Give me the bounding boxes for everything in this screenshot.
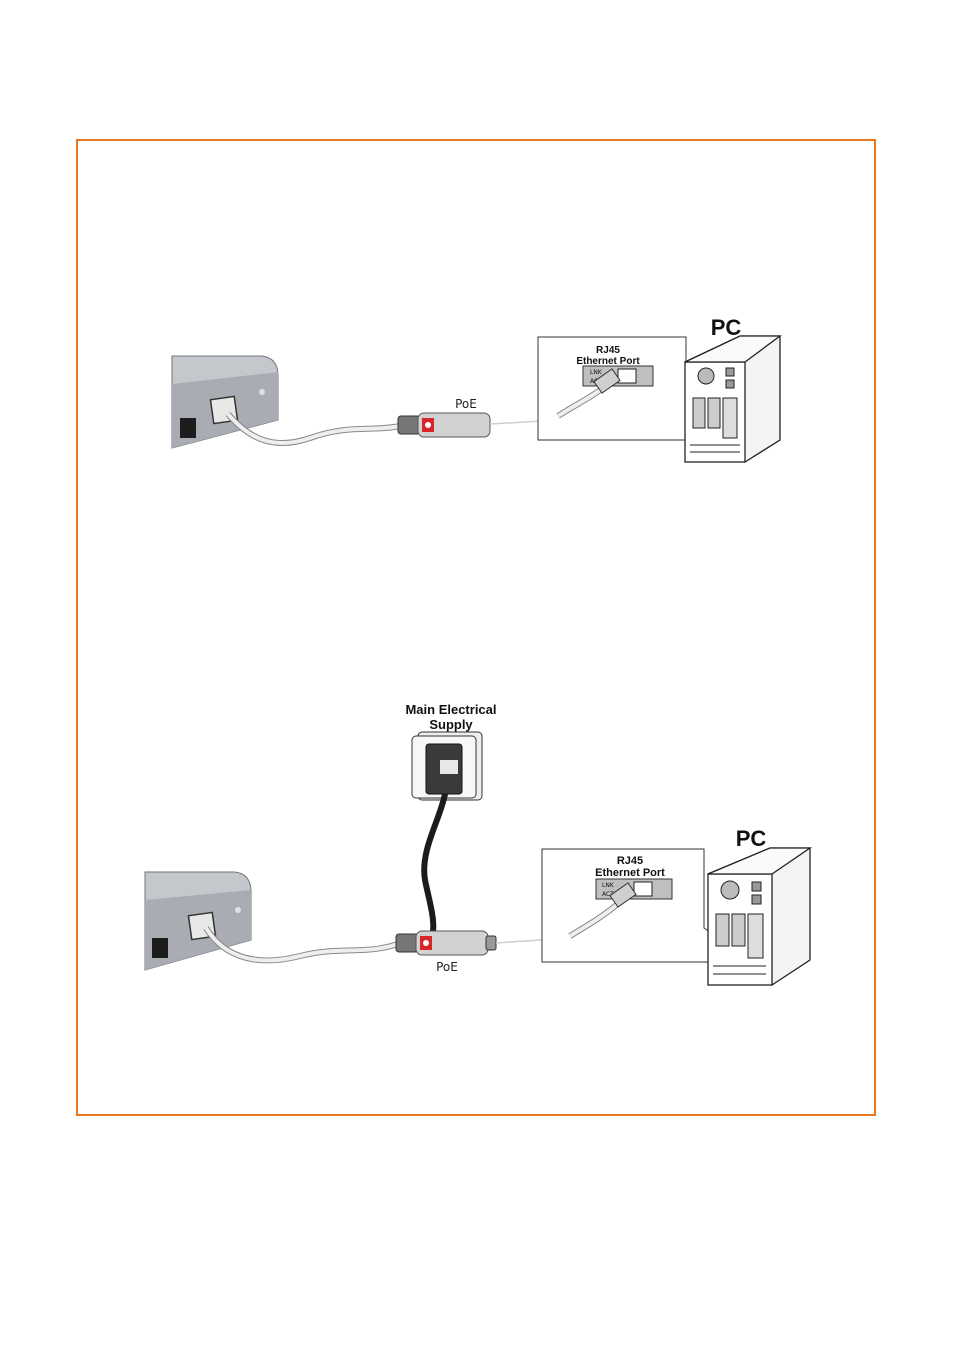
link-label: LNK: [590, 369, 603, 376]
supply-title-line-2: Supply: [429, 717, 473, 732]
rj45-port-icon: [633, 881, 653, 897]
reset-led-icon: [259, 389, 265, 395]
rj45-port-icon: [617, 368, 637, 384]
power-cable: [421, 793, 448, 941]
act-label: ACT: [602, 891, 614, 898]
rj45-plug-icon: [593, 368, 621, 394]
dc-jack-icon: [152, 938, 168, 958]
pc-label: PC: [711, 315, 742, 340]
port-title-line-1: RJ45: [596, 345, 620, 356]
poe-label: PoE: [436, 960, 458, 974]
reset-led-icon: [235, 907, 241, 913]
power-adapter-icon: [411, 731, 483, 801]
diagram-poe-with-supply: Main Electrical Supply: [144, 702, 813, 986]
pc-label: PC: [736, 826, 767, 851]
pc-tower-icon: [707, 847, 813, 986]
poe-injector: [397, 412, 491, 438]
port-title-line-2: Ethernet Port: [595, 867, 665, 879]
port-title-line-2: Ethernet Port: [576, 356, 640, 367]
device-back-panel: [144, 871, 252, 971]
supply-title-line-1: Main Electrical: [405, 702, 496, 717]
poe-injector: [395, 930, 497, 956]
dc-jack-icon: [180, 418, 196, 438]
diagram-direct-poe: PoE RJ45 Ethernet Port LNK ACT PC: [171, 315, 782, 463]
poe-label: PoE: [455, 397, 477, 411]
link-label: LNK: [602, 882, 615, 889]
device-back-panel: [171, 355, 279, 449]
port-title-line-1: RJ45: [617, 855, 643, 867]
pc-tower-icon: [684, 335, 782, 463]
rj45-plug-icon: [609, 882, 637, 908]
content-frame: [76, 139, 876, 1116]
